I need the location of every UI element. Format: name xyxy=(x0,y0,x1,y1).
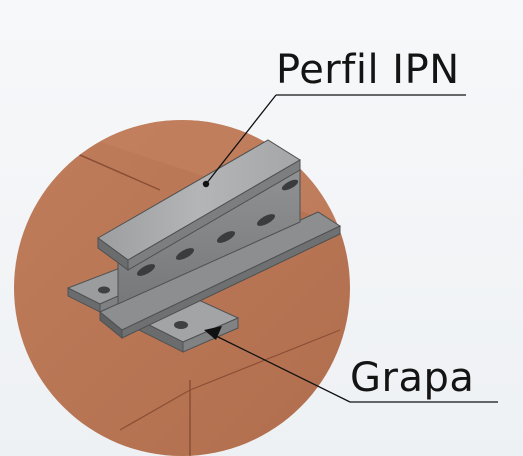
ipn-beam-icon xyxy=(97,139,342,340)
profile-leader-line xyxy=(202,94,466,188)
clip-leader-line xyxy=(204,326,498,403)
profile-label: Perfil IPN xyxy=(276,47,460,93)
clip-label: Grapa xyxy=(350,355,475,401)
